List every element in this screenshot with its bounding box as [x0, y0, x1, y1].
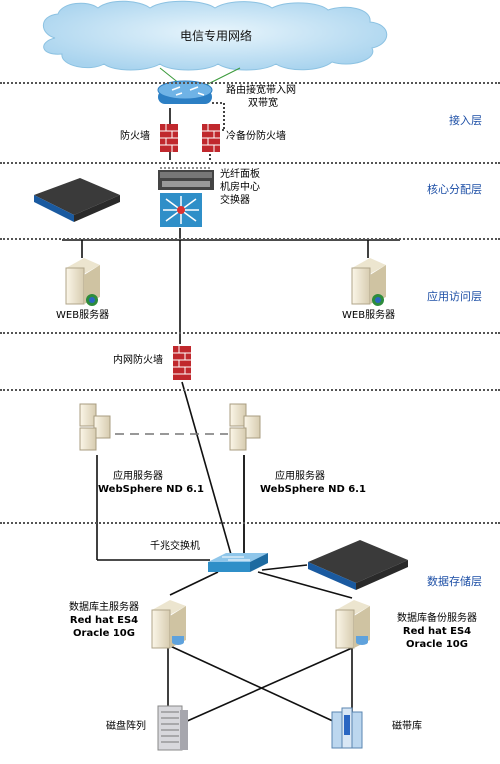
db-backup-db: Oracle 10G — [406, 639, 468, 650]
web-server-icon — [351, 258, 386, 306]
db-primary-db: Oracle 10G — [73, 628, 135, 639]
app-server-icon — [229, 403, 261, 451]
layer-label-storage: 数据存储层 — [427, 575, 482, 588]
layer-label-access: 接入层 — [449, 114, 482, 127]
layer-label-app: 应用访问层 — [427, 290, 482, 303]
router-label-sub: 双带宽 — [248, 98, 278, 109]
cloud-label: 电信专用网络 — [180, 29, 253, 43]
firewall-label: 防火墙 — [120, 131, 150, 142]
gigabit-switch-label: 千兆交换机 — [150, 541, 200, 552]
app-server-software: WebSphere ND 6.1 — [98, 484, 204, 495]
layer-divider — [0, 522, 500, 524]
layer-divider — [0, 162, 500, 164]
router-icon — [157, 80, 213, 104]
tape-library-label: 磁带库 — [392, 721, 422, 732]
web-server-label: WEB服务器 — [56, 310, 110, 321]
layer-divider — [0, 389, 500, 391]
app-server-label: 应用服务器 — [275, 471, 325, 482]
fiber-panel-icon — [158, 167, 214, 190]
tape-library-icon — [331, 707, 363, 749]
layer-label-core: 核心分配层 — [427, 183, 482, 196]
gigabit-switch-icon — [208, 553, 268, 572]
db-backup-server-icon — [335, 600, 370, 649]
web-server-label: WEB服务器 — [342, 310, 396, 321]
cold-firewall-label: 冷备份防火墙 — [226, 131, 286, 142]
app-server-icon — [79, 403, 111, 451]
rack-storage-icon — [308, 540, 408, 590]
web-server-icon — [65, 258, 100, 306]
core-switch-label: 机房中心 — [220, 182, 260, 193]
fiber-panel-label: 光纤面板 — [220, 169, 260, 180]
core-switch-label-sub: 交换器 — [220, 195, 250, 206]
inner-firewall-icon — [173, 346, 191, 380]
layer-divider — [0, 238, 500, 240]
layer-divider — [0, 332, 500, 334]
db-primary-os: Red hat ES4 — [69, 615, 139, 626]
disk-array-label: 磁盘阵列 — [106, 721, 146, 732]
layer-divider — [0, 82, 500, 84]
cold-firewall-icon — [202, 124, 220, 152]
app-server-label: 应用服务器 — [113, 471, 163, 482]
db-primary-server-icon — [151, 600, 186, 649]
disk-array-icon — [157, 705, 188, 751]
inner-firewall-label: 内网防火墙 — [113, 355, 163, 366]
db-backup-os: Red hat ES4 — [402, 626, 472, 637]
cloud-icon — [42, 0, 388, 71]
db-backup-label: 数据库备份服务器 — [397, 613, 477, 624]
firewall-icon — [160, 124, 178, 152]
db-primary-label: 数据库主服务器 — [69, 602, 139, 613]
router-label: 路由接宽带入网 — [226, 85, 296, 96]
app-server-software: WebSphere ND 6.1 — [260, 484, 366, 495]
connections — [62, 67, 400, 723]
core-switch-icon — [160, 193, 202, 227]
rack-switch-icon — [34, 178, 120, 222]
